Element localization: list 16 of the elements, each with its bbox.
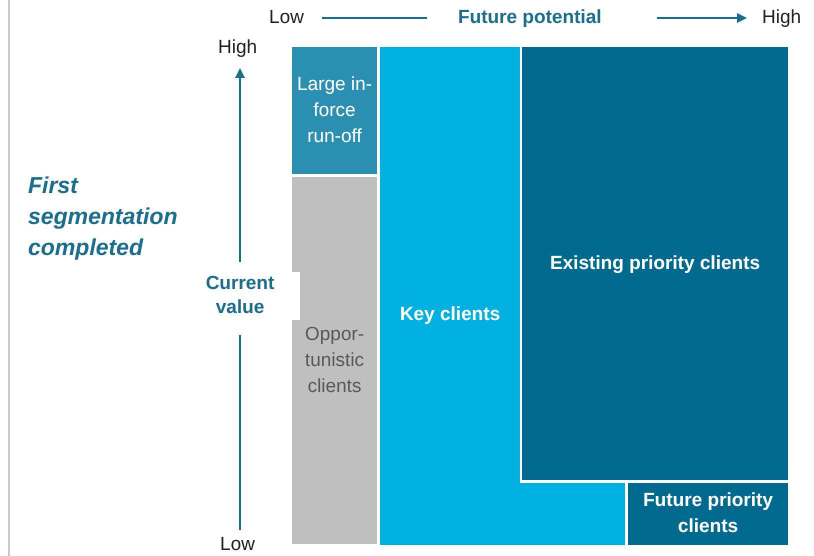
- segment-block: [292, 47, 377, 174]
- segment-l-shape: [380, 47, 625, 545]
- segment-block: [522, 47, 788, 480]
- axis-label: High: [762, 6, 802, 30]
- axis-label: High: [218, 36, 258, 60]
- segment-block: [292, 177, 377, 544]
- segment-label: Oppor-tunistic clients: [304, 322, 366, 398]
- segment-label: Future priority clients: [642, 489, 774, 539]
- axis-label: Low: [269, 6, 304, 30]
- segment-label: Existing priority clients: [550, 252, 760, 276]
- segment-block: [628, 483, 788, 545]
- segment-label: Key clients: [398, 303, 502, 327]
- axis-label: Low: [220, 533, 255, 556]
- axis-title: Future potential: [458, 6, 602, 30]
- segment-label: Large in-force run-off: [296, 72, 373, 148]
- heading: First segmentation completed: [28, 171, 179, 262]
